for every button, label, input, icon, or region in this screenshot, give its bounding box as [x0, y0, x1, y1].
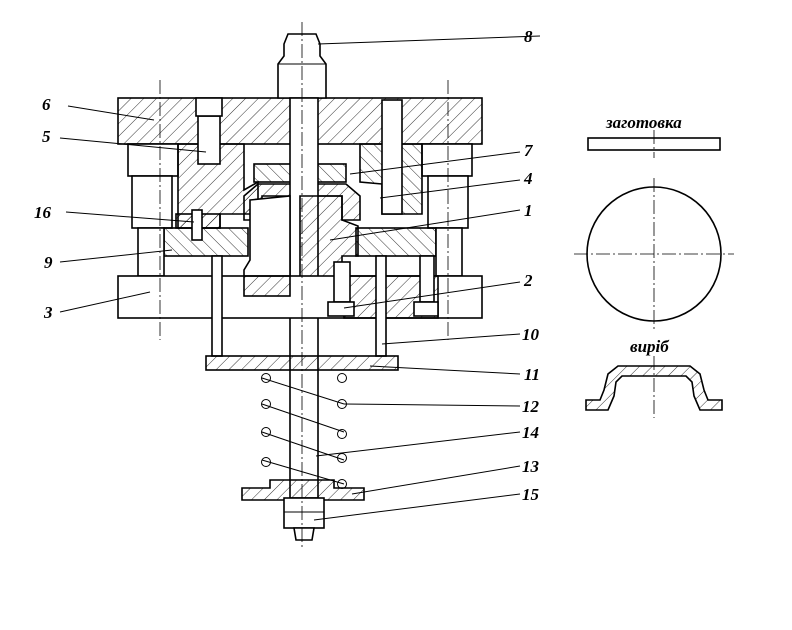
- callout-7: 7: [524, 141, 534, 160]
- blank-views: заготовка: [574, 113, 734, 332]
- callout-15: 15: [522, 485, 540, 504]
- guide-post-right: [381, 99, 403, 215]
- part-view: виріб: [585, 337, 723, 418]
- stripper-plate-left: [163, 227, 249, 257]
- die-assembly: [117, 22, 483, 548]
- leader-lines: [59, 35, 541, 521]
- pusher-pin-right: [375, 255, 387, 357]
- callout-8: 8: [524, 27, 533, 46]
- callout-6: 6: [42, 95, 51, 114]
- callout-5: 5: [42, 127, 51, 146]
- pin-16: [191, 209, 203, 241]
- part-label: виріб: [630, 337, 670, 356]
- guide-bush-left: [127, 143, 179, 177]
- callout-13: 13: [522, 457, 540, 476]
- screw-2: [333, 261, 351, 303]
- callout-11: 11: [524, 365, 540, 384]
- spring-washer: [241, 479, 365, 501]
- callout-4: 4: [523, 169, 533, 188]
- guide-bush-right: [421, 143, 473, 177]
- pusher-pin-left: [211, 255, 223, 357]
- callout-2: 2: [523, 271, 533, 290]
- stripper-plate-right: [355, 227, 437, 257]
- blank-label: заготовка: [605, 113, 682, 132]
- callout-9: 9: [44, 253, 53, 272]
- callout-1: 1: [524, 201, 533, 220]
- callout-14: 14: [522, 423, 539, 442]
- callout-12: 12: [522, 397, 540, 416]
- callout-16: 16: [34, 203, 52, 222]
- callout-3: 3: [43, 303, 53, 322]
- callout-numbers: 8 6 5 16 9 3 7 4 1 2 10 11 12 14 13 15: [34, 27, 540, 504]
- part-profile: [585, 365, 723, 411]
- screw-left: [197, 115, 221, 165]
- guide-post-right-lower: [435, 227, 463, 277]
- nut: [283, 497, 325, 529]
- callout-10: 10: [522, 325, 540, 344]
